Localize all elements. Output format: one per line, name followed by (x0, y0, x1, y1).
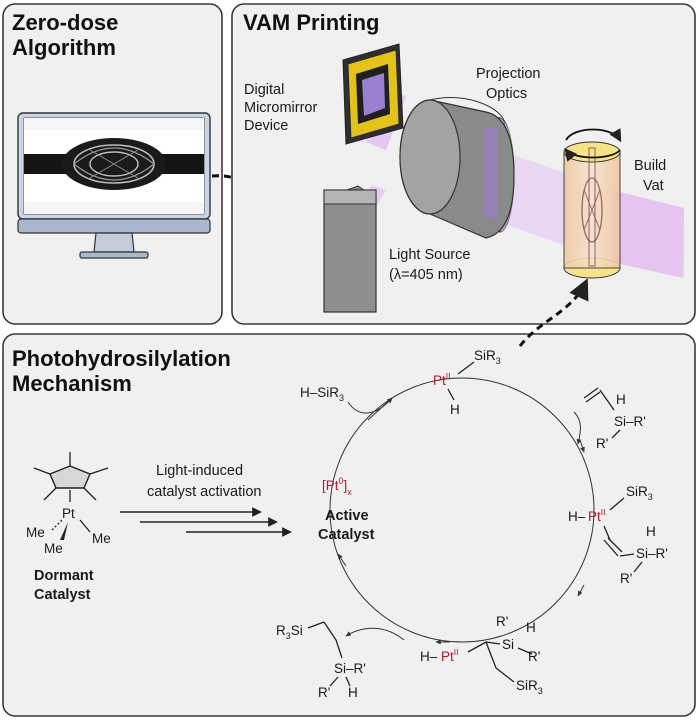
zero-dose-panel: Zero-dose Algorithm (2, 3, 223, 325)
svg-text:R': R' (318, 685, 330, 700)
svg-text:Me: Me (44, 541, 63, 556)
optics-label-2: Optics (486, 86, 527, 102)
light-source-label-1: Light Source (389, 247, 470, 263)
activation-label-2: catalyst activation (147, 484, 261, 500)
light-source-label-2: (λ=405 nm) (389, 267, 463, 283)
build-vat (563, 141, 621, 279)
active-catalyst-formula: [Pt0]x (322, 476, 352, 497)
monitor-icon (17, 112, 211, 259)
svg-text:SiR3: SiR3 (626, 484, 653, 502)
mechanism-panel: Photohydrosilylation Mechanism Pt Me Me … (2, 278, 696, 717)
pt-ii-right: PtII (588, 507, 606, 524)
dmd-label-2: Micromirror (244, 100, 317, 116)
mechanism-title-1: Photohydrosilylation (12, 346, 231, 371)
dmd-label-3: Device (244, 118, 288, 134)
pt-ii-top: PtII (433, 371, 451, 388)
dormant-label-1: Dormant (34, 568, 94, 584)
zero-dose-title-2: Algorithm (12, 35, 116, 60)
vat-label-1: Build (634, 158, 666, 174)
dmd-label-1: Digital (244, 82, 284, 98)
svg-text:Me: Me (26, 525, 45, 540)
product-structure: R3Si Si–R' R' H (276, 621, 366, 700)
svg-text:H: H (526, 620, 536, 635)
svg-text:R3Si: R3Si (276, 623, 303, 641)
active-label-1: Active (325, 508, 369, 524)
svg-text:R': R' (596, 436, 608, 451)
svg-text:R': R' (528, 649, 540, 664)
dmd-device (342, 43, 404, 145)
svg-text:R': R' (620, 571, 632, 586)
svg-text:Si: Si (502, 637, 514, 652)
h-sir3-reagent: H–SiR3 (300, 385, 344, 403)
activation-label-1: Light-induced (156, 463, 243, 479)
svg-text:H: H (450, 402, 460, 417)
catalytic-cycle (329, 377, 595, 643)
rotation-arrow (565, 128, 622, 143)
vam-panel: VAM Printing Light Source (λ=405 nm) Dig… (231, 3, 696, 325)
dormant-catalyst-structure: Pt Me Me Me (26, 452, 111, 556)
svg-text:Si–R': Si–R' (614, 414, 646, 429)
dormant-label-2: Catalyst (34, 587, 91, 603)
svg-text:Si–R': Si–R' (636, 546, 668, 561)
svg-text:H: H (646, 524, 656, 539)
projection-optics (399, 97, 515, 239)
vinyl-silane-reagent: H Si–R' R' (583, 387, 646, 451)
pt-ii-bottom: PtII (441, 647, 459, 664)
svg-text:H: H (616, 392, 626, 407)
h-dash-bottom: H– (420, 649, 438, 664)
optics-label-1: Projection (476, 66, 540, 82)
vam-title: VAM Printing (243, 10, 379, 35)
svg-text:Si–R': Si–R' (334, 661, 366, 676)
active-label-2: Catalyst (318, 527, 375, 543)
svg-text:Me: Me (92, 531, 111, 546)
vat-label-2: Vat (643, 178, 664, 194)
svg-text:R': R' (496, 614, 508, 629)
mechanism-title-2: Mechanism (12, 371, 132, 396)
svg-text:SiR3: SiR3 (516, 678, 543, 696)
h-dash-right: H– (568, 509, 586, 524)
svg-text:H: H (348, 685, 358, 700)
svg-text:Pt: Pt (62, 506, 75, 521)
zero-dose-title-1: Zero-dose (12, 10, 118, 35)
svg-text:SiR3: SiR3 (474, 348, 501, 366)
